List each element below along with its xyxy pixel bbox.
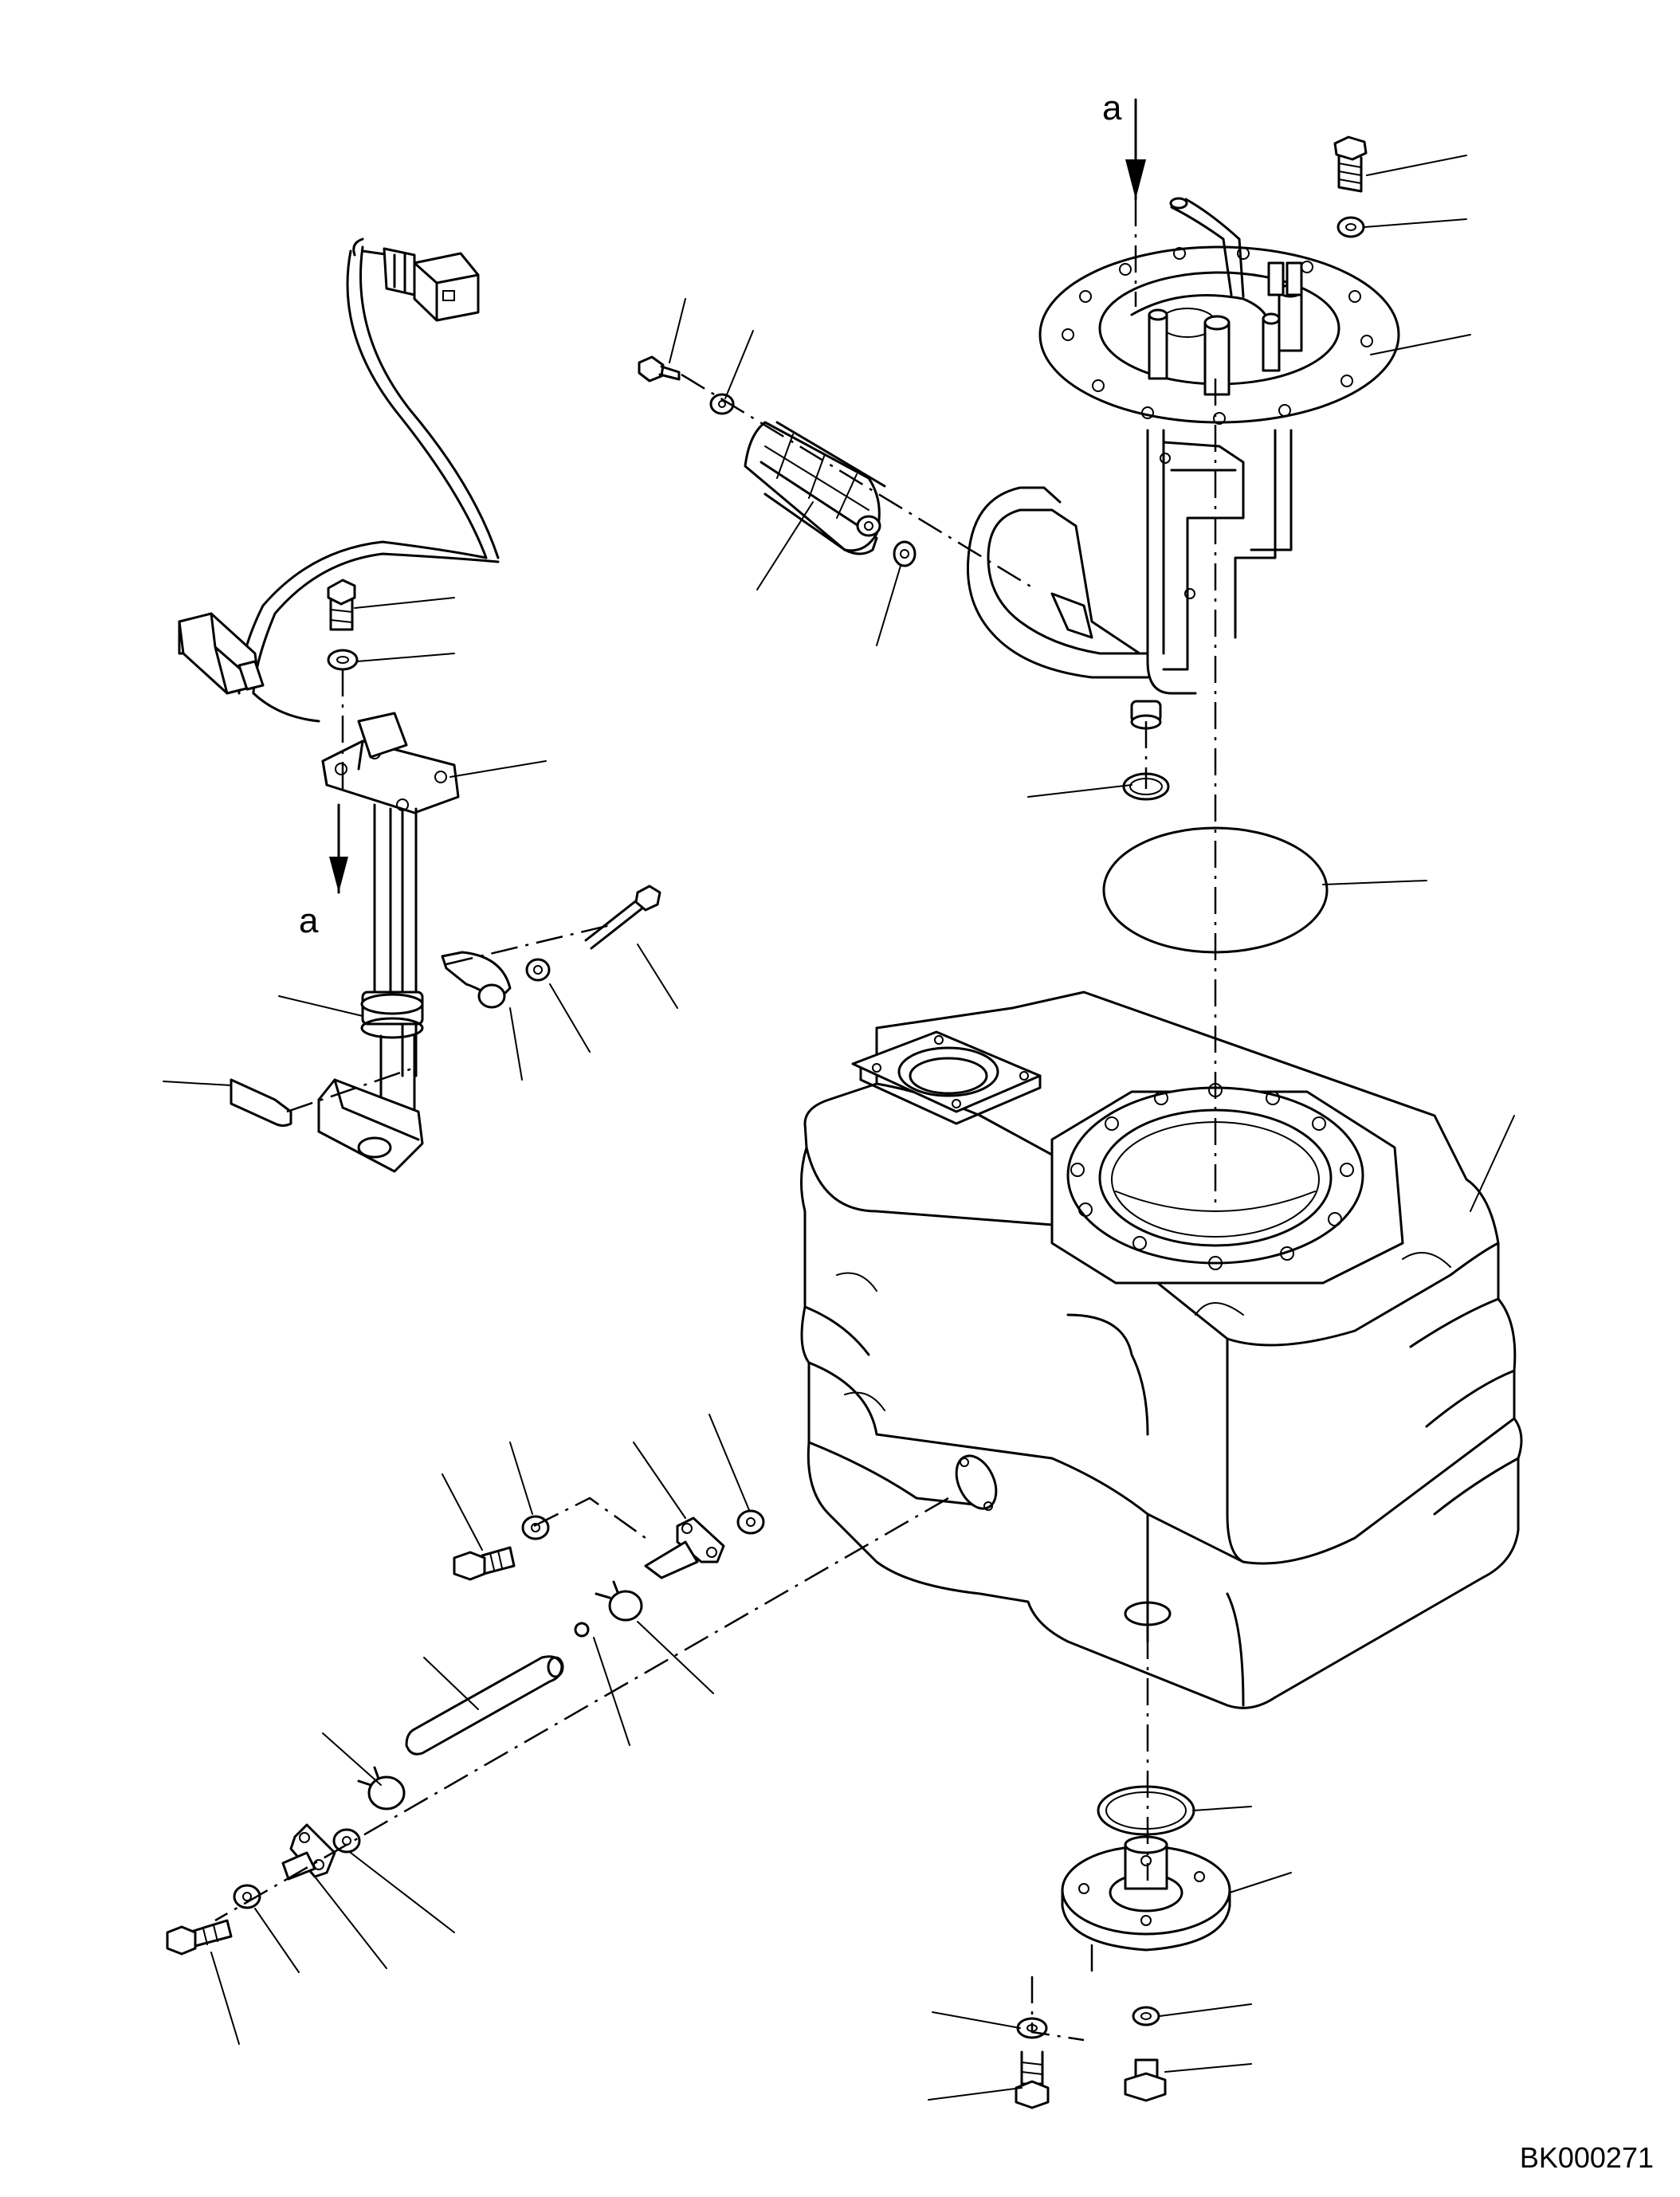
sensor-bolt	[327, 579, 356, 631]
view-arrow-left	[329, 803, 348, 894]
drain-washer-right	[1132, 2006, 1160, 2026]
drain-o-ring	[1097, 1785, 1195, 1836]
strainer-bolt	[638, 355, 681, 383]
drawing-code: BK000271	[1520, 2141, 1654, 2174]
view-label-left: a	[299, 901, 319, 940]
leader-lines	[163, 155, 1515, 2101]
gauge-bolt-upper	[453, 1546, 516, 1581]
sensor-connector-top	[383, 247, 480, 322]
fuel-tank-body	[800, 991, 1523, 1709]
gauge-washer-right	[736, 1509, 765, 1535]
gauge-washer-lower	[332, 1828, 361, 1854]
view-label-top: a	[1102, 88, 1122, 128]
opening-bolt-holes	[1070, 1083, 1354, 1270]
float-bolt	[584, 885, 661, 950]
strainer-washer	[709, 393, 735, 415]
sensor-washer	[327, 649, 359, 671]
hose-clamp-lower	[357, 1766, 406, 1811]
drain-bolt-left	[1015, 2050, 1050, 2109]
tank-top-port	[851, 1030, 1042, 1125]
gauge-bracket-upper	[644, 1516, 725, 1579]
strainer	[744, 421, 886, 555]
flange-bolt	[1333, 135, 1368, 193]
suction-pipe-assembly	[966, 197, 1400, 730]
drain-valve-flange	[1061, 1835, 1231, 1952]
sensor-connector-side	[178, 612, 265, 695]
assembly-center-lines	[214, 373, 1217, 2042]
gauge-ball	[574, 1622, 590, 1638]
gauge-bracket-lower	[281, 1823, 336, 1881]
gauge-washer-small	[233, 1884, 261, 1909]
hose-clamp-upper	[595, 1580, 643, 1622]
sensor-clip	[230, 1078, 292, 1127]
tank-main-opening	[1050, 1083, 1404, 1285]
view-arrow-top	[1125, 98, 1146, 307]
float-washer	[525, 958, 551, 982]
level-sensor	[178, 237, 500, 1173]
drain-plug	[1124, 2058, 1167, 2102]
gauge-bolt-lower	[166, 1919, 233, 1956]
strainer-gasket	[893, 540, 917, 567]
gauge-tube	[405, 1655, 564, 1756]
flange-bolt-holes	[1062, 247, 1373, 425]
flange-washer	[1337, 216, 1365, 238]
